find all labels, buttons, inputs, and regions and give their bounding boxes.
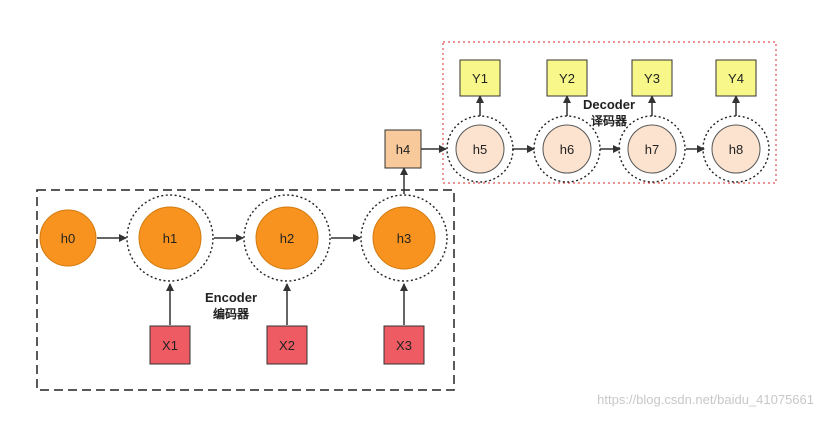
encoder-title: Encoder (205, 290, 257, 305)
output-label: Y3 (644, 71, 660, 86)
node-label: h5 (473, 142, 487, 157)
input-label: X2 (279, 338, 295, 353)
input-box-x3: X3 (383, 325, 425, 365)
input-box-x1: X1 (149, 325, 191, 365)
encoder-node-h3: h3 (360, 194, 448, 282)
context-label: h4 (396, 142, 410, 157)
node-label: h1 (163, 231, 177, 246)
decoder-title: Decoder (583, 97, 635, 112)
node-label: h8 (729, 142, 743, 157)
watermark: https://blog.csdn.net/baidu_41075661 (597, 392, 814, 407)
input-box-x2: X2 (266, 325, 308, 365)
encoder-node-h2: h2 (243, 194, 331, 282)
input-label: X1 (162, 338, 178, 353)
context-node-h4: h4 (384, 129, 422, 169)
output-label: Y1 (472, 71, 488, 86)
node-label: h0 (61, 231, 75, 246)
decoder-node-h8: h8 (702, 115, 770, 183)
arrows (97, 95, 740, 325)
output-label: Y4 (728, 71, 744, 86)
node-label: h6 (560, 142, 574, 157)
encoder-node-h0: h0 (39, 209, 97, 267)
encoder-region (36, 189, 455, 391)
decoder-region (442, 41, 777, 184)
decoder-node-h6: h6 (533, 115, 601, 183)
node-label: h3 (397, 231, 411, 246)
decoder-node-h7: h7 (618, 115, 686, 183)
input-label: X3 (396, 338, 412, 353)
decoder-subtitle: 译码器 (591, 114, 628, 128)
output-box-y3: Y3 (631, 59, 673, 97)
node-label: h7 (645, 142, 659, 157)
node-label: h2 (280, 231, 294, 246)
encoder-node-h1: h1 (126, 194, 214, 282)
output-label: Y2 (559, 71, 575, 86)
encoder-subtitle: 编码器 (212, 306, 250, 321)
output-box-y2: Y2 (546, 59, 588, 97)
output-box-y1: Y1 (459, 59, 501, 97)
decoder-node-h5: h5 (446, 115, 514, 183)
output-box-y4: Y4 (715, 59, 757, 97)
